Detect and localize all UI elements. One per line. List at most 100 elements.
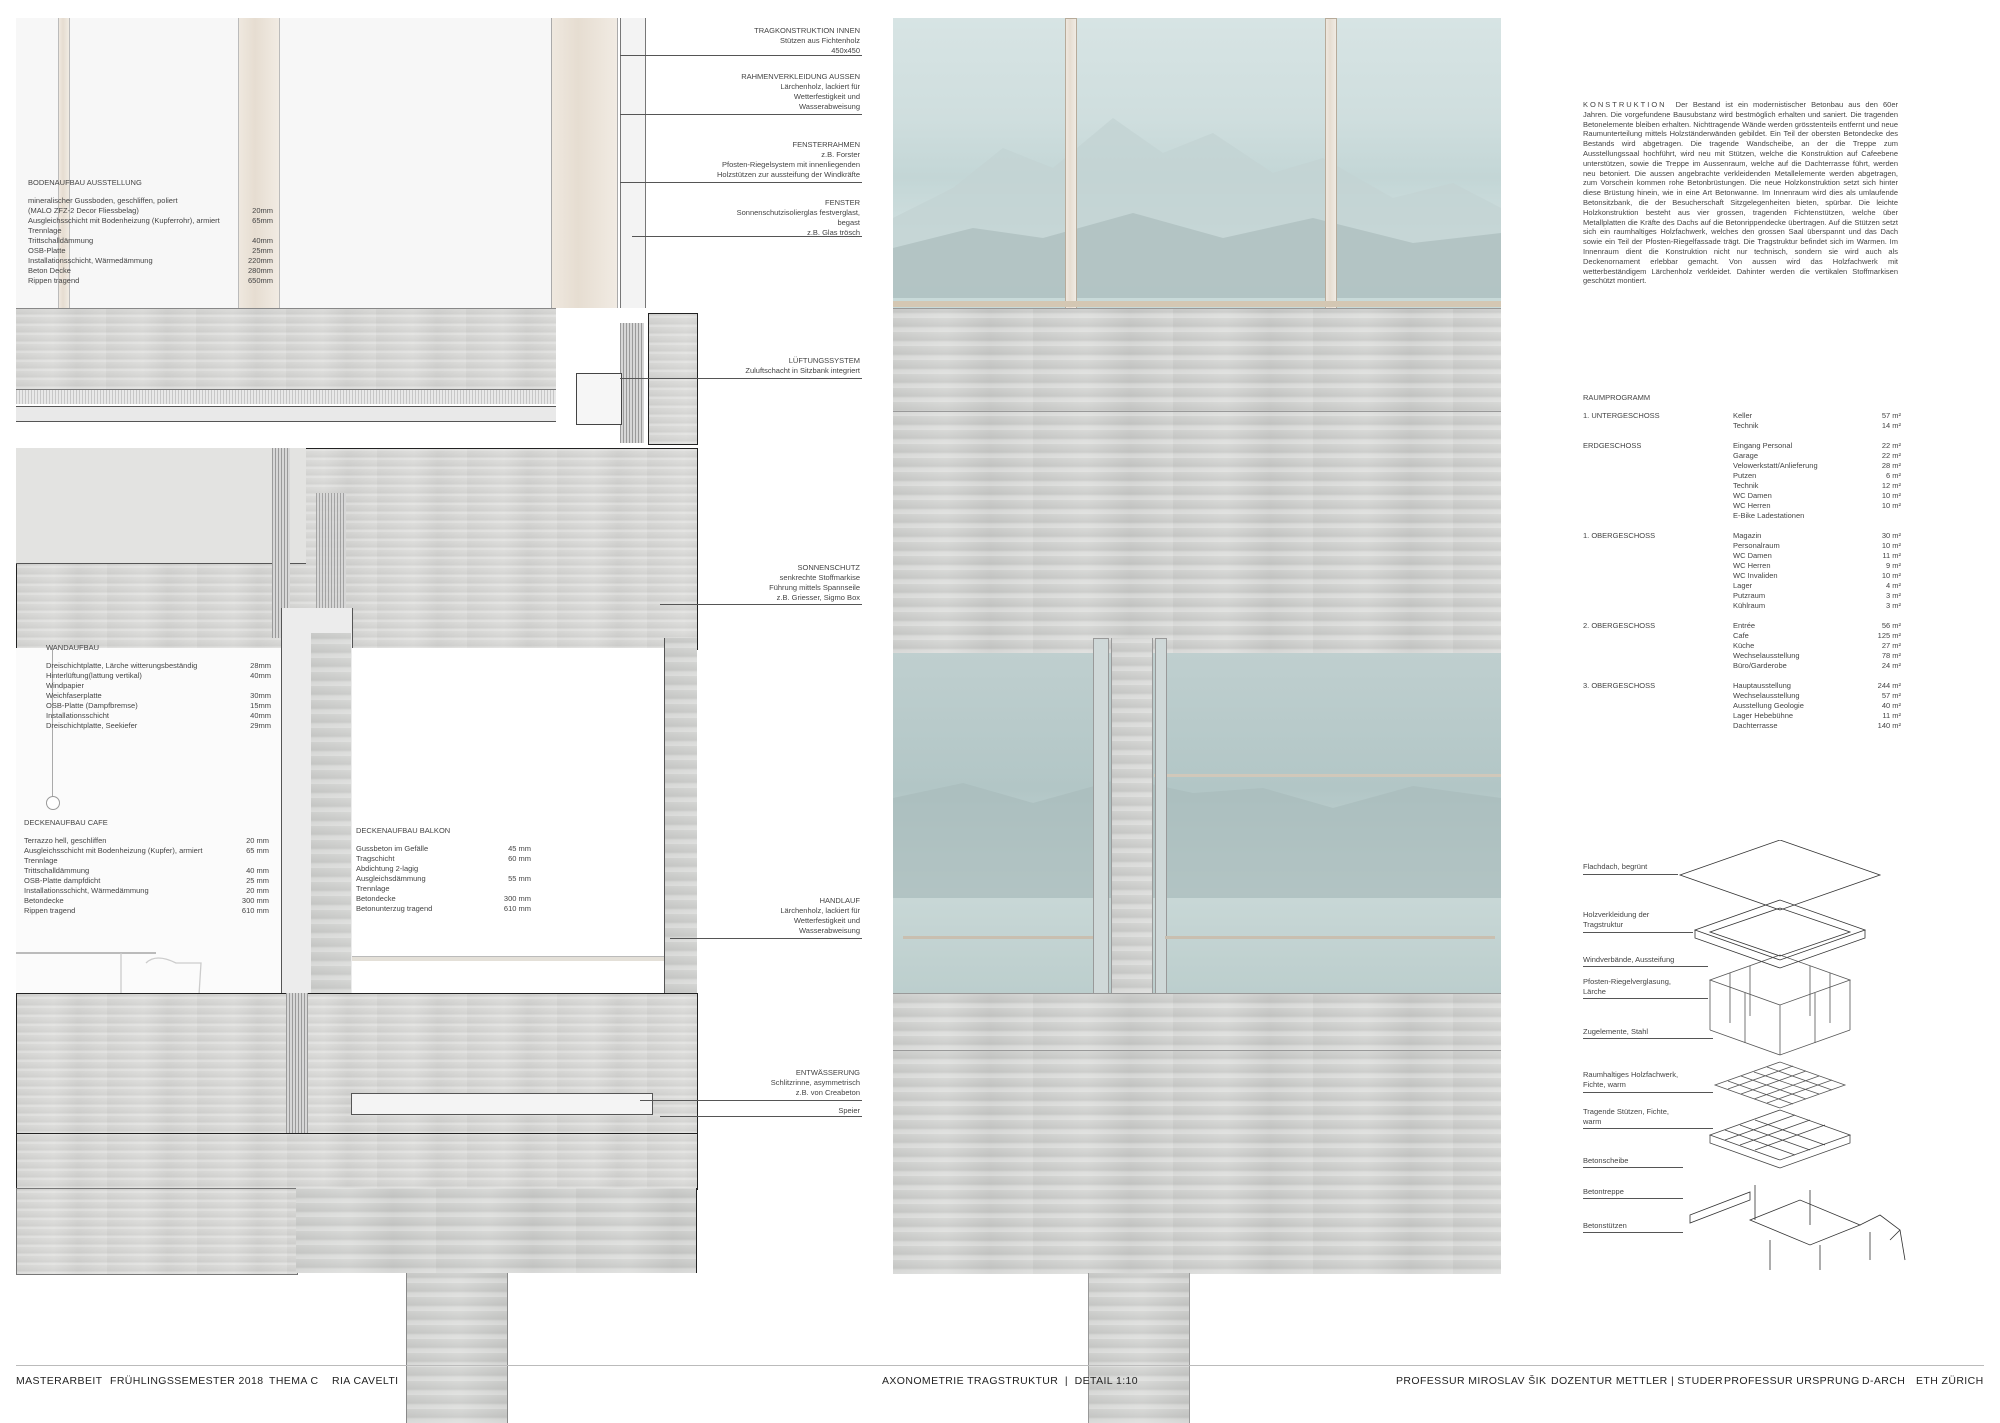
room-area: 10 m²: [1881, 571, 1901, 580]
leader-line: [1583, 874, 1678, 875]
room-name: WC Herren: [1733, 501, 1771, 510]
annotation-line: LÜFTUNGSSYSTEM: [788, 356, 860, 365]
annotation-line: z.B. Griesser, Sigmo Box: [776, 593, 860, 602]
room-name: Büro/Garderobe: [1733, 661, 1787, 670]
layer-thickness: 55 mm: [508, 874, 531, 883]
room-name: Technik: [1733, 421, 1759, 430]
annotation-line: senkrechte Stoffmarkise: [779, 573, 860, 582]
floor-label: 3. OBERGESCHOSS: [1583, 681, 1656, 690]
pendant-lamp-bulb: [46, 796, 60, 810]
layer-row: Hinterlüftung(lattung vertikal)40mm: [46, 671, 271, 681]
insulation-layer: [620, 323, 644, 443]
room-area: 6 m²: [1886, 471, 1901, 480]
concrete-pier: [406, 1273, 508, 1423]
wandaufbau-block: WANDAUFBAU Dreischichtplatte, Lärche wit…: [46, 643, 276, 731]
leader-line: [670, 938, 862, 939]
layer-name: Installationsschicht: [46, 711, 109, 720]
layer-name: Tragschicht: [356, 854, 395, 863]
room-name: Putzen: [1733, 471, 1757, 480]
layer-name: OSB-Platte: [28, 246, 66, 255]
room-name: Putzraum: [1733, 591, 1766, 600]
room-area: 27 m²: [1881, 641, 1901, 650]
wandaufbau-table: Dreischichtplatte, Lärche witterungsbest…: [46, 661, 271, 731]
floor-label: [1583, 571, 1733, 581]
layer-name: Ausgleichsschicht mit Bodenheizung (Kupf…: [24, 846, 203, 855]
axo-label: Holzverkleidung der Tragstruktur: [1583, 910, 1650, 929]
window-head: [893, 301, 1501, 307]
room-row: Küche 27 m²: [1583, 641, 1901, 651]
layer-thickness: 300 mm: [241, 896, 269, 905]
layer-name: Hinterlüftung(lattung vertikal): [46, 671, 142, 680]
axo-label: Windverbände, Aussteifung: [1583, 955, 1675, 964]
layer-thickness: 220mm: [247, 256, 273, 265]
window-sill: [576, 373, 622, 425]
floor-label: [1583, 461, 1733, 471]
floor-label: [1583, 481, 1733, 491]
layer-thickness: [245, 226, 273, 236]
axo-label: Tragende Stützen, Fichte, warm: [1583, 1107, 1670, 1126]
layer-thickness: [237, 856, 269, 866]
room-name: Kühlraum: [1733, 601, 1766, 610]
room-area: 40 m²: [1881, 701, 1901, 710]
floor-label: [1583, 661, 1733, 671]
room-name: WC Damen: [1733, 491, 1772, 500]
room-area: 10 m²: [1881, 501, 1901, 510]
layer-row: Trennlage: [356, 884, 531, 894]
group-spacer: [1583, 431, 1901, 441]
room-area: 10 m²: [1881, 491, 1901, 500]
layer-name: Trittschalldämmung: [24, 866, 90, 875]
floor-layer-hatch: [16, 390, 556, 404]
konstruktion-block: KONSTRUKTION Der Bestand ist ein moderni…: [1583, 100, 1898, 286]
floor-label: [1583, 601, 1733, 611]
room-area: 11 m²: [1882, 551, 1901, 560]
annotation-line: RAHMENVERKLEIDUNG AUSSEN: [741, 72, 860, 81]
layer-name: Betonunterzug tragend: [356, 904, 433, 913]
layer-name: Ausgleichsschicht mit Bodenheizung (Kupf…: [28, 216, 220, 225]
floor-label: [1583, 551, 1733, 561]
room-name: Küche: [1733, 641, 1755, 650]
layer-row: Trennlage: [28, 226, 273, 236]
layer-thickness: 65 mm: [246, 846, 269, 855]
layer-name: Rippen tragend: [28, 276, 80, 285]
balcony-railing: [352, 956, 664, 961]
layer-thickness: 40 mm: [246, 866, 269, 875]
annotation-line: Pfosten-Riegelsystem mit innenliegenden: [722, 160, 860, 169]
floor-label: [1583, 501, 1733, 511]
floor-label: [1583, 691, 1733, 701]
bodenaufbau-title: BODENAUFBAU AUSSTELLUNG: [28, 178, 142, 187]
annotation-line: Wetterfestigkeit und: [793, 916, 860, 925]
annotation-speier: Speier: [838, 1106, 860, 1115]
leader-line: [1583, 932, 1693, 933]
layer-name: Betondecke: [356, 894, 396, 903]
footer-right-2: PROFESSUR URSPRUNG: [1724, 1375, 1860, 1387]
axo-roof: [1678, 840, 1882, 911]
group-spacer: [1583, 671, 1901, 681]
floor-label: [1583, 631, 1733, 641]
room-name: Technik: [1733, 481, 1759, 490]
room-row: Putzen 6 m²: [1583, 471, 1901, 481]
layer-row: Abdichtung 2-lagig: [356, 864, 531, 874]
konstruktion-body: Der Bestand ist ein modernistischer Beto…: [1583, 100, 1898, 286]
layer-thickness: 15mm: [250, 701, 271, 710]
